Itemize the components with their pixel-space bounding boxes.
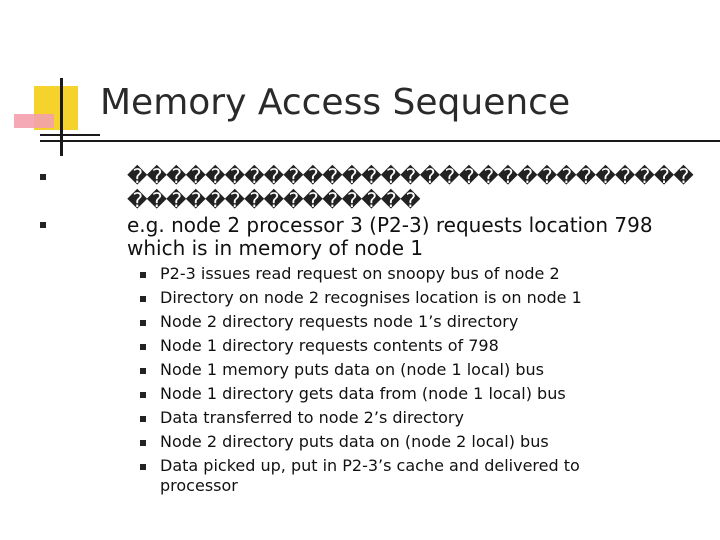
list-item-text: Node 2 directory requests node 1’s direc… [160, 312, 519, 331]
sub-bullet-list: P2-3 issues read request on snoopy bus o… [140, 264, 700, 495]
list-item-text: Node 2 directory puts data on (node 2 lo… [160, 432, 549, 451]
list-item-text: P2-3 issues read request on snoopy bus o… [160, 264, 560, 283]
list-item: Data picked up, put in P2-3’s cache and … [140, 456, 700, 495]
slide-title: Memory Access Sequence [100, 82, 571, 123]
bullet-marker [140, 416, 146, 422]
decor-pink-bar [14, 114, 54, 128]
bullet-marker [40, 174, 46, 180]
list-item-text: Data transferred to node 2’s directory [160, 408, 464, 427]
bullet-marker [140, 440, 146, 446]
bullet-text-example: e.g. node 2 processor 3 (P2-3) requests … [127, 214, 707, 260]
list-item: Node 1 directory requests contents of 79… [140, 336, 700, 360]
bullet-marker [140, 296, 146, 302]
list-item: Node 1 directory gets data from (node 1 … [140, 384, 700, 408]
decor-horizontal-short [40, 134, 100, 136]
bullet-marker [140, 320, 146, 326]
list-item: Directory on node 2 recognises location … [140, 288, 700, 312]
bullet-marker [140, 368, 146, 374]
bullet-marker [40, 222, 46, 228]
list-item: Data transferred to node 2’s directory [140, 408, 700, 432]
title-rule [40, 140, 720, 142]
bullet-marker [140, 392, 146, 398]
list-item-text: Node 1 memory puts data on (node 1 local… [160, 360, 544, 379]
list-item-text: Node 1 directory gets data from (node 1 … [160, 384, 566, 403]
bullet-marker [140, 344, 146, 350]
list-item: Node 1 memory puts data on (node 1 local… [140, 360, 700, 384]
list-item-text: Data picked up, put in P2-3’s cache and … [160, 456, 580, 495]
decor-vertical-line [60, 78, 63, 156]
list-item: P2-3 issues read request on snoopy bus o… [140, 264, 700, 288]
list-item-text: Directory on node 2 recognises location … [160, 288, 582, 307]
bullet-text: ����������������������������������������… [127, 164, 694, 212]
bullet-marker [140, 464, 146, 470]
list-item-text: Node 1 directory requests contents of 79… [160, 336, 499, 355]
bullet-marker [140, 272, 146, 278]
bullet-line: e.g. node 2 processor 3 (P2-3) requests … [127, 214, 653, 237]
bullet-line: which is in memory of node 1 [127, 236, 424, 260]
bullet-text-garbled: ����������������������������������������… [127, 164, 707, 212]
list-item: Node 2 directory requests node 1’s direc… [140, 312, 700, 336]
list-item: Node 2 directory puts data on (node 2 lo… [140, 432, 700, 456]
